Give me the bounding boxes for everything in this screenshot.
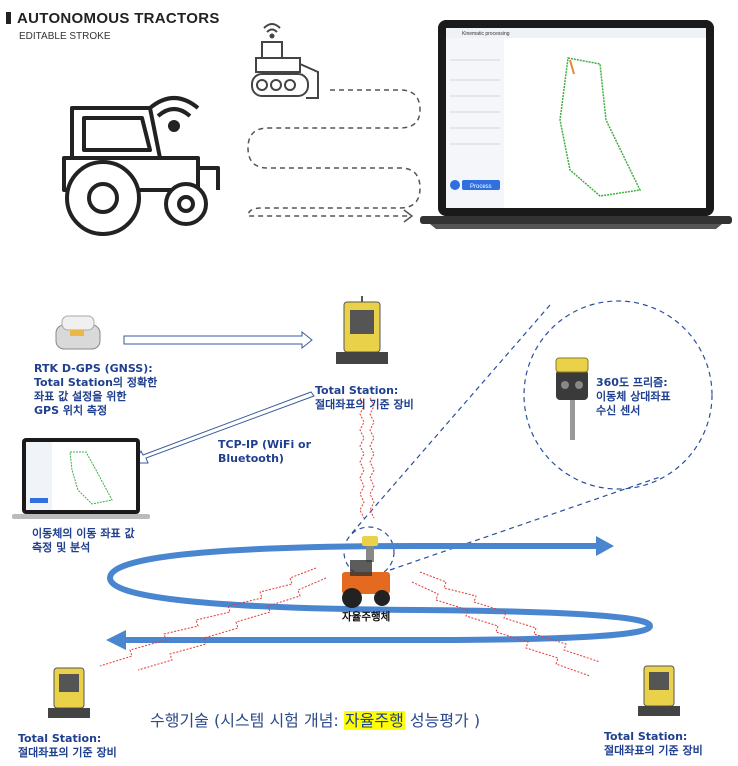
caption-highlight: 자율주행 — [344, 711, 405, 730]
label-ts-top: Total Station:절대좌표의 기준 장비 — [315, 384, 414, 412]
tractor-wifi-icon — [64, 98, 218, 234]
bulldozer-icon — [252, 24, 318, 98]
laptop-small — [12, 438, 150, 519]
track-arrow-right-icon — [596, 536, 614, 556]
laptop-process-button: Process — [470, 184, 492, 190]
arrow-gps-to-ts — [124, 332, 312, 348]
signal-lines — [100, 398, 600, 676]
path-dashed — [248, 90, 420, 216]
total-station-top-icon — [336, 296, 388, 364]
label-vehicle: 자율주행체 — [342, 611, 390, 624]
laptop-top — [420, 20, 732, 229]
label-ts-right: Total Station:절대좌표의 기준 장비 — [604, 730, 703, 758]
track-arrow-left-icon — [106, 630, 126, 650]
caption: 수행기술 (시스템 시험 개념: 자율주행 성능평가 ) — [150, 707, 480, 731]
zoom-circle — [344, 301, 712, 577]
laptop-tab-label: Kinematic processing — [462, 31, 510, 37]
total-station-left-icon — [48, 668, 90, 718]
total-station-right-icon — [638, 666, 680, 716]
label-ts-left: Total Station:절대좌표의 기준 장비 — [18, 732, 117, 760]
prism-icon — [556, 358, 588, 440]
gps-receiver-icon — [56, 316, 100, 349]
